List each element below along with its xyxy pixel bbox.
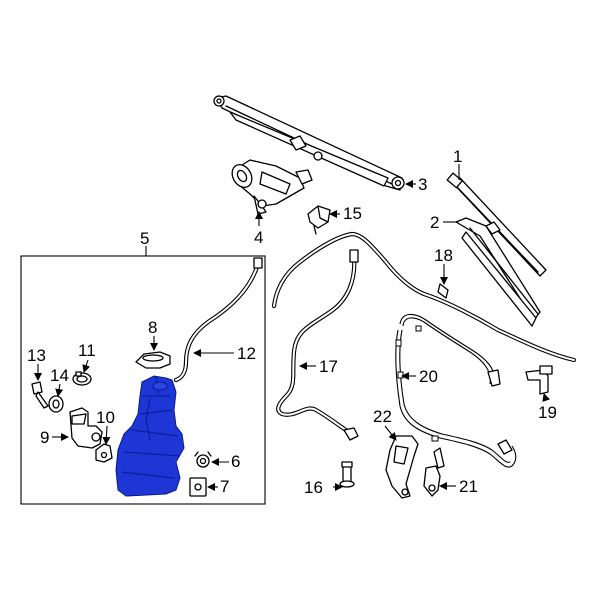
callout-8: 8 [148,318,157,337]
connector-15 [307,205,331,235]
nozzle-16 [339,461,355,488]
wiper-motor [231,159,313,215]
hose-18 [271,231,577,363]
bolt [31,381,49,409]
callout-9: 9 [40,428,49,447]
wiper-blade [455,217,541,327]
callout-20: 20 [419,367,438,386]
filler-hose [173,257,263,383]
callout-18: 18 [434,246,453,265]
callout-3: 3 [418,175,427,194]
callout-4: 4 [254,228,263,247]
callout-10: 10 [96,408,115,427]
washer-pump [69,407,103,449]
callout-11: 11 [78,341,96,360]
callout-5: 5 [140,229,149,248]
wiper-linkage [213,95,405,191]
callout-15: 15 [343,204,362,223]
callout-13: 13 [27,346,46,365]
nozzle-19 [525,365,553,395]
sensor-21 [423,447,445,497]
callout-21: 21 [459,477,478,496]
hose-clamp [72,371,92,386]
callout-17: 17 [319,357,338,376]
leader-lines [34,164,551,491]
washer-reservoir[interactable] [115,375,185,497]
callout-14: 14 [50,366,69,385]
callout-7: 7 [220,477,229,496]
bracket-22 [385,435,419,499]
callout-19: 19 [538,403,557,422]
reservoir-assembly-box [20,255,266,505]
callout-1: 1 [453,147,462,166]
callout-16: 16 [304,478,323,497]
level-sensor [95,443,113,463]
callout-2: 2 [430,213,439,232]
harness-20 [395,313,517,468]
hose-17 [276,249,359,441]
callout-labels: 1 2 3 4 5 6 7 8 9 10 11 12 13 14 15 16 1… [27,147,557,497]
pad [189,477,207,497]
filler-cap [135,351,171,369]
callout-6: 6 [231,452,240,471]
callout-22: 22 [373,407,392,426]
grommet [48,395,64,413]
callout-12: 12 [237,344,256,363]
nut [194,451,212,468]
